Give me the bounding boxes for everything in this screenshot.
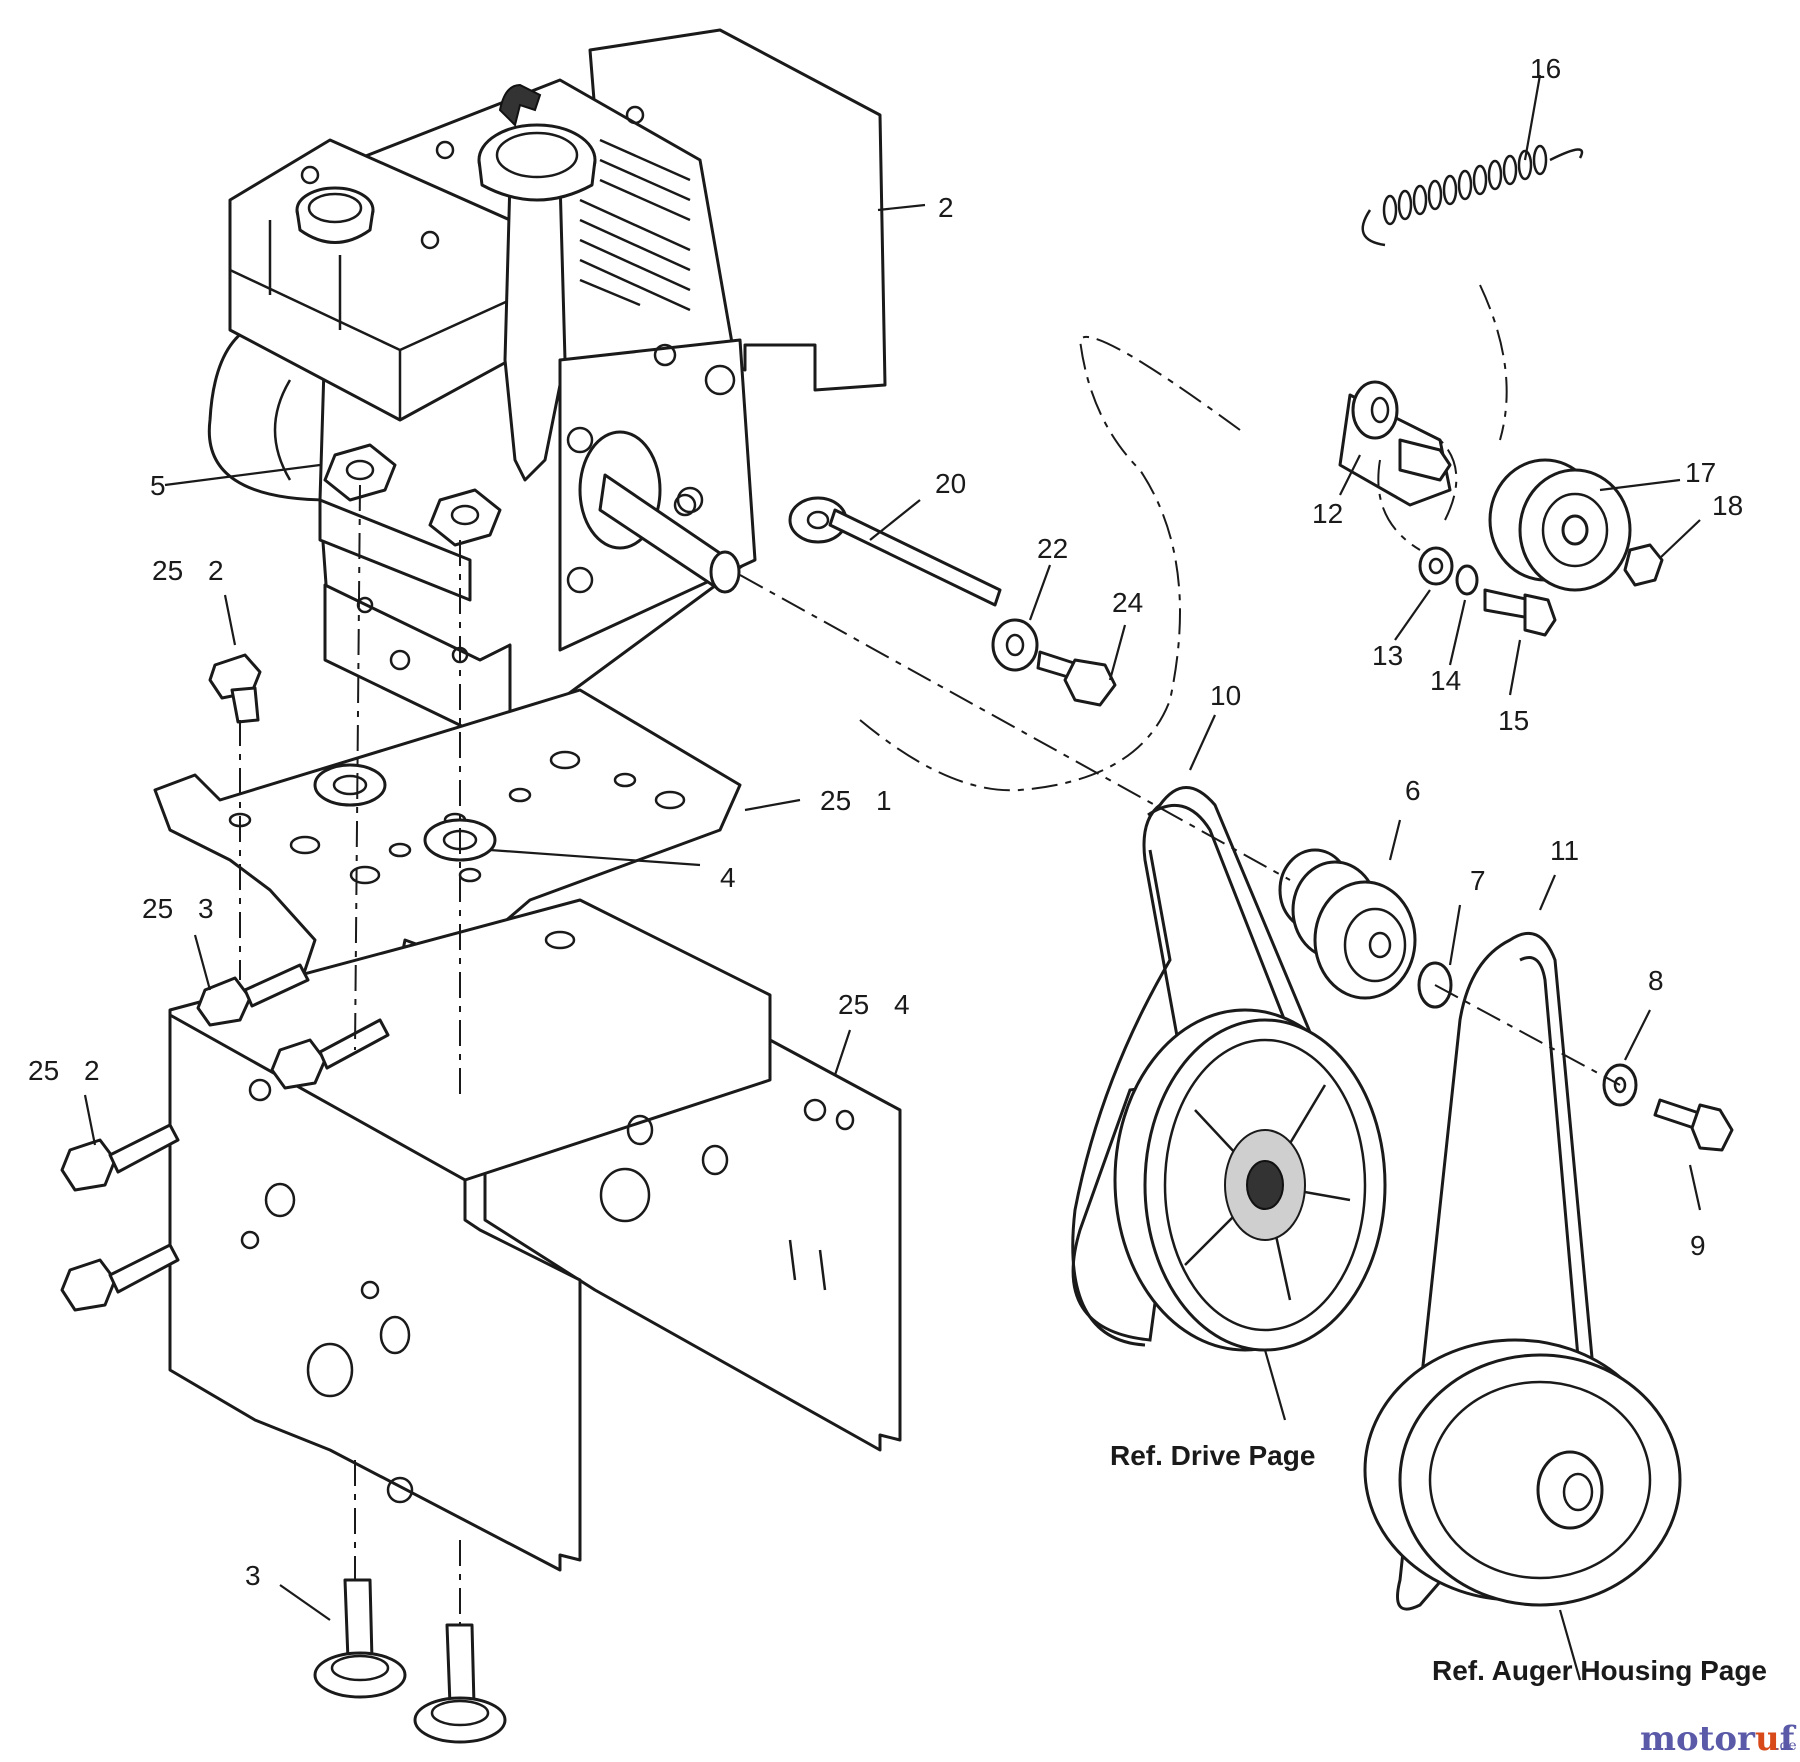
bolt-24	[1036, 650, 1117, 707]
callout-7: 7	[1470, 865, 1486, 896]
callout-18: 18	[1712, 490, 1743, 521]
auger-pulley	[1363, 1338, 1682, 1607]
callout-2-top: 2	[208, 555, 224, 586]
callout-2: 2	[938, 192, 954, 223]
frame	[168, 898, 902, 1572]
leader-lines	[83, 74, 1702, 1681]
callout-labels: 5 2 16 17 18 12 13 14 15 20 22 24 10 6 7…	[28, 53, 1743, 1591]
engine-pulley-6	[1278, 848, 1417, 1000]
svg-text:motoruf: motoruf	[1640, 1719, 1797, 1759]
bolt-15	[1483, 588, 1557, 637]
bolt-25-3-a	[196, 963, 310, 1027]
auger-belt-11	[1396, 931, 1597, 1611]
bolt-25-2-top	[208, 653, 262, 724]
svg-text:.de: .de	[1775, 1738, 1797, 1754]
bolt-25-2-frame-b	[60, 1243, 180, 1312]
drive-belt-10	[1071, 786, 1332, 1347]
callout-9: 9	[1690, 1230, 1706, 1261]
callout-4-washer: 4	[720, 862, 736, 893]
callout-17: 17	[1685, 457, 1716, 488]
carriage-bolt-b	[413, 1623, 507, 1744]
callout-2-left: 2	[84, 1055, 100, 1086]
callout-24: 24	[1112, 587, 1143, 618]
callout-20: 20	[935, 468, 966, 499]
nut-18	[1623, 543, 1664, 587]
callout-3-bottom: 3	[245, 1560, 261, 1591]
callout-12: 12	[1312, 498, 1343, 529]
engine	[207, 28, 887, 732]
callout-25-top: 25	[152, 555, 183, 586]
washer-22	[991, 618, 1039, 672]
callout-25-left: 25	[28, 1055, 59, 1086]
callout-14: 14	[1430, 665, 1461, 696]
callout-6: 6	[1405, 775, 1421, 806]
lock-washer-a	[313, 763, 387, 807]
ref-auger-housing-page: Ref. Auger Housing Page	[1432, 1655, 1767, 1686]
key-rod-20	[788, 496, 1002, 607]
callout-13: 13	[1372, 640, 1403, 671]
callout-22: 22	[1037, 533, 1068, 564]
callout-15: 15	[1498, 705, 1529, 736]
nut-5b	[428, 488, 502, 547]
idler-pulley-17	[1488, 458, 1632, 592]
callout-25-bolt3: 25	[142, 893, 173, 924]
idler-bracket-12	[1338, 380, 1452, 507]
callout-16: 16	[1530, 53, 1561, 84]
callout-25-plate: 25	[820, 785, 851, 816]
lockwasher-14	[1455, 564, 1479, 596]
centerlines	[239, 284, 1621, 1625]
bolt-25-2-frame-a	[60, 1123, 180, 1192]
callout-8: 8	[1648, 965, 1664, 996]
washer-13	[1418, 546, 1454, 586]
idler-stud	[1398, 438, 1452, 482]
callout-4-frame: 4	[894, 989, 910, 1020]
callout-5: 5	[150, 470, 166, 501]
callout-25-frame: 25	[838, 989, 869, 1020]
watermark-logo: motoruf .de	[1640, 1719, 1797, 1759]
bolt-9	[1653, 1098, 1734, 1152]
callout-11: 11	[1550, 835, 1579, 866]
callout-1: 1	[876, 785, 892, 816]
drive-pulley	[1113, 1008, 1387, 1352]
callout-3-bolt: 3	[198, 893, 214, 924]
carriage-bolt-a	[313, 1578, 407, 1699]
nut-5a	[323, 443, 397, 502]
bolt-25-3-b	[270, 1018, 390, 1090]
ref-drive-page: Ref. Drive Page	[1110, 1440, 1315, 1471]
spring-16	[1361, 144, 1584, 247]
callout-10: 10	[1210, 680, 1241, 711]
